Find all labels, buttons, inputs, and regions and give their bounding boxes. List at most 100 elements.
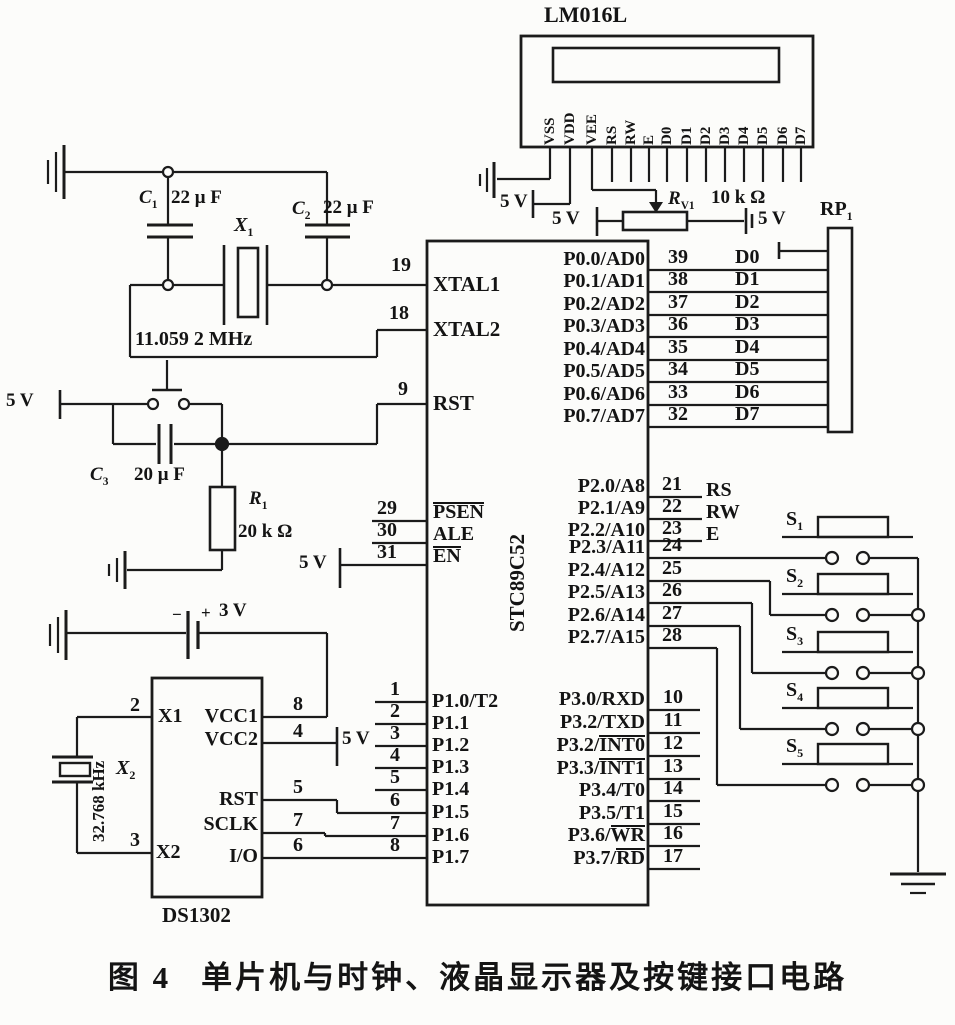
mcu-pin-label: P0.5/AD5: [563, 360, 645, 382]
pin-label-text: P3.4/T0: [578, 779, 645, 801]
mcu-pin-label: P2.6/A14: [567, 604, 645, 626]
key-label: S1: [786, 508, 803, 532]
pin-label-text: P3.0/RXD: [558, 688, 645, 710]
figure-number: 图 4: [107, 960, 172, 995]
pot-ref: RV1: [668, 189, 695, 212]
rtc-pin-number: 2: [130, 694, 140, 716]
vcc2-supply-label: 5 V: [342, 728, 370, 749]
mcu-pin-label: EN: [433, 546, 461, 566]
crystal2-body: [58, 761, 92, 778]
mcu-pin-number: 32: [668, 403, 688, 425]
lcd-pin-label: E: [641, 134, 657, 145]
mcu-pin-label: P1.5: [432, 801, 470, 823]
mcu-pin-number: 11: [663, 709, 683, 731]
junction-dot: [214, 436, 230, 452]
cap1-value: 22 μ F: [171, 187, 222, 208]
mcu-pin-number: 36: [668, 313, 688, 335]
mcu-pin-label: P0.2/AD2: [563, 293, 645, 315]
pin-label-overlined: WR: [610, 824, 645, 846]
mcu-pin-label: P0.4/AD4: [563, 338, 645, 360]
c3-letter: C: [90, 464, 103, 485]
lcd-pin-label: VEE: [584, 114, 600, 145]
mcu-pin-label: P2.7/A15: [567, 626, 645, 648]
crystal1-body: [236, 246, 260, 319]
mcu-pin-label: PSEN: [433, 501, 485, 523]
resistor-pack-body: [826, 226, 854, 434]
c1-letter: C: [139, 187, 152, 208]
mcu-pin-label: P1.0/T2: [432, 690, 499, 712]
mcu-pin-label: P3.2/INT0: [495, 735, 645, 755]
rtc-pin-number: 8: [293, 693, 303, 715]
mcu-pin-label: P3.2/TXD: [495, 712, 645, 732]
x1-sub: 1: [247, 225, 254, 239]
pot-value: 10 k Ω: [711, 187, 766, 208]
crystal1-ref: X1: [234, 215, 253, 238]
net-label: D2: [735, 291, 760, 313]
key-ref-sub: 1: [797, 519, 804, 533]
mcu-pin-label: P3.5/T1: [495, 803, 645, 823]
mcu-pin-number: 24: [662, 534, 682, 556]
mcu-pin-label: P1.4: [432, 778, 470, 800]
mcu-pin-number: 26: [662, 579, 682, 601]
reset-supply-label: 5 V: [6, 390, 34, 411]
key-cap: [816, 572, 890, 596]
lcd-pin-label: D0: [659, 126, 675, 145]
mcu-pin-label: ALE: [433, 524, 474, 544]
figure-caption: 图 4 单片机与时钟、液晶显示器及按键接口电路: [0, 958, 955, 998]
mcu-pin-number: 3: [390, 722, 400, 744]
mcu-pin-number: 29: [377, 497, 397, 519]
mcu-pin-number: 19: [391, 254, 411, 276]
figure-title: 单片机与时钟、液晶显示器及按键接口电路: [201, 960, 848, 995]
mcu-pin-number: 22: [662, 495, 682, 517]
r1-letter: R: [249, 488, 262, 509]
mcu-pin-label: P1.6: [432, 824, 470, 846]
mcu-pin-number: 34: [668, 358, 688, 380]
x2-sub: 2: [129, 768, 136, 782]
net-label: D3: [735, 313, 760, 335]
mcu-pin-label: P1.2: [432, 734, 470, 756]
rtc-pin-label: VCC2: [204, 728, 258, 750]
mcu-pin-number: 18: [389, 302, 409, 324]
pin-label-overlined: PSEN: [433, 501, 485, 523]
key-ref-letter: S: [786, 508, 798, 530]
mcu-pin-number: 10: [663, 686, 683, 708]
pin-label-text: P3.2/TXD: [560, 711, 645, 733]
mcu-pin-number: 16: [663, 822, 683, 844]
rp-ref-sub: 1: [846, 209, 853, 223]
net-label: D7: [735, 403, 760, 425]
cap2-ref: C2: [292, 199, 311, 222]
rtc-pin-label: RST: [219, 788, 258, 810]
mcu-pin-number: 14: [663, 777, 683, 799]
battery-minus-label: −: [172, 605, 182, 624]
c2-sub: 2: [304, 209, 311, 222]
mcu-pin-number: 38: [668, 268, 688, 290]
mcu-pin-label: P1.3: [432, 756, 470, 778]
pin-label-overlined: INT1: [599, 757, 645, 779]
lcd-display-window: [551, 46, 781, 84]
mcu-pin-label: P2.0/A8: [577, 475, 645, 497]
key-ref-sub: 5: [797, 746, 804, 760]
key-label: S5: [786, 736, 803, 759]
lcd-pin-label: D5: [755, 126, 771, 145]
pin-label-text: P3.2/: [556, 734, 600, 756]
net-label: E: [706, 523, 720, 545]
rtc-pin-number: 7: [293, 809, 303, 831]
lcd-pin-label: RW: [623, 119, 639, 145]
net-label: D1: [735, 268, 760, 290]
key-cap: [816, 686, 890, 710]
pin-label-text: P3.7/: [573, 847, 617, 869]
key-label: S2: [786, 566, 803, 589]
mcu-pin-number: 5: [390, 766, 400, 788]
net-label: RW: [706, 501, 740, 523]
mcu-pin-label: P3.3/INT1: [495, 758, 645, 778]
mcu-pin-number: 15: [663, 800, 683, 822]
rtc-pin-number: 3: [130, 829, 140, 851]
mcu-pin-number: 39: [668, 246, 688, 268]
resistor-r1-ref: R1: [249, 488, 267, 512]
mcu-pin-number: 4: [390, 744, 400, 766]
vdd-supply-label: 5 V: [500, 191, 528, 212]
pin-label-text: P3.5/T1: [578, 802, 645, 824]
key-label: S4: [786, 680, 803, 703]
rtc-name: DS1302: [162, 903, 231, 927]
